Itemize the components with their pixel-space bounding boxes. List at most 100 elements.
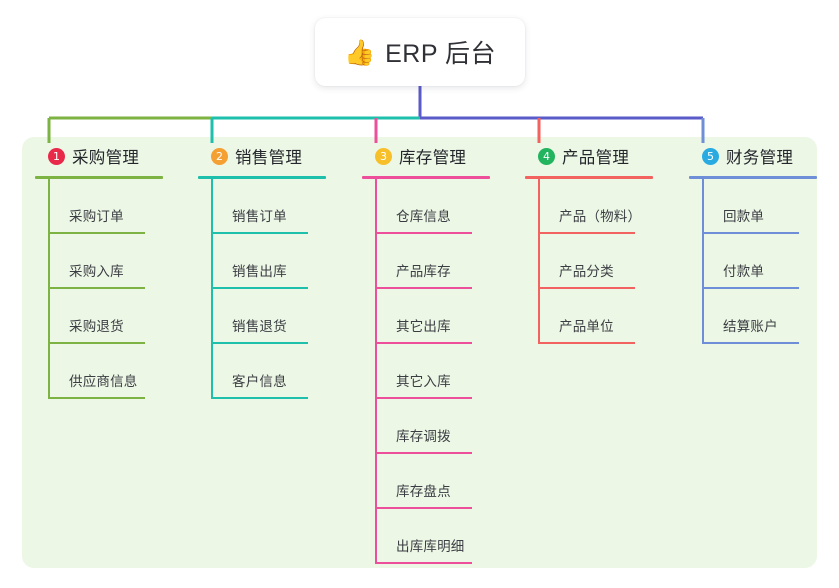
branch-item[interactable]: 销售退货: [211, 289, 348, 344]
branch-item-label: 供应商信息: [69, 374, 138, 389]
branch-number-badge: 4: [538, 147, 555, 165]
branch-item-underline: [375, 342, 472, 344]
branch-header-5[interactable]: 5 财务管理: [689, 143, 839, 169]
branch-item[interactable]: 采购订单: [48, 179, 185, 234]
branch-item-underline: [48, 397, 145, 399]
branch-item-underline: [702, 287, 799, 289]
branch-item-underline: [702, 232, 799, 234]
branch-item[interactable]: 产品（物料）: [538, 179, 675, 234]
branch-column-2: 2 销售管理销售订单销售出库销售退货客户信息: [198, 143, 348, 399]
branch-item-label: 采购退货: [69, 319, 124, 334]
branch-item-underline: [211, 397, 308, 399]
branch-column-3: 3 库存管理仓库信息产品库存其它出库其它入库库存调拨库存盘点出库库明细: [362, 143, 512, 564]
branch-header-underline: [198, 176, 326, 179]
branch-number-badge: 1: [48, 147, 65, 165]
branch-item[interactable]: 采购入库: [48, 234, 185, 289]
branch-item-label: 出库库明细: [396, 539, 465, 554]
branch-item-underline: [48, 287, 145, 289]
branch-item[interactable]: 产品库存: [375, 234, 512, 289]
branch-item-label: 采购入库: [69, 264, 124, 279]
branch-item-underline: [375, 232, 472, 234]
branch-spine: [538, 179, 540, 344]
branch-item-underline: [702, 342, 799, 344]
branch-item-underline: [48, 232, 145, 234]
branch-item-label: 客户信息: [232, 374, 287, 389]
branch-item[interactable]: 采购退货: [48, 289, 185, 344]
branch-item[interactable]: 回款单: [702, 179, 839, 234]
branch-item-underline: [375, 397, 472, 399]
branch-number-badge: 5: [702, 147, 719, 165]
branch-spine: [211, 179, 213, 399]
branch-item-underline: [375, 507, 472, 509]
thumbs-up-icon: 👍: [343, 38, 376, 67]
branch-item-label: 库存盘点: [396, 484, 451, 499]
branch-item[interactable]: 供应商信息: [48, 344, 185, 399]
branch-number-badge: 3: [375, 147, 392, 165]
branch-item[interactable]: 其它出库: [375, 289, 512, 344]
branch-item[interactable]: 产品单位: [538, 289, 675, 344]
branch-item-label: 其它出库: [396, 319, 451, 334]
branch-item[interactable]: 其它入库: [375, 344, 512, 399]
branch-item-label: 销售出库: [232, 264, 287, 279]
branch-header-underline: [525, 176, 653, 179]
branch-item-list: 产品（物料） 产品分类产品单位: [525, 179, 675, 344]
branch-item[interactable]: 库存调拨: [375, 399, 512, 454]
branch-spine: [375, 179, 377, 564]
branch-item-underline: [211, 342, 308, 344]
branch-item-label: 回款单: [723, 209, 765, 224]
branch-item[interactable]: 销售出库: [211, 234, 348, 289]
branch-title: 库存管理: [399, 149, 467, 167]
branch-item-label: 付款单: [723, 264, 765, 279]
branch-item[interactable]: 结算账户: [702, 289, 839, 344]
branch-title: 销售管理: [235, 149, 303, 167]
branch-item-underline: [375, 562, 472, 564]
branch-spine: [48, 179, 50, 399]
branch-header-1[interactable]: 1 采购管理: [35, 143, 185, 169]
branch-item-label: 库存调拨: [396, 429, 451, 444]
branch-item-label: 销售订单: [232, 209, 287, 224]
branch-header-underline: [689, 176, 817, 179]
branch-item-underline: [211, 287, 308, 289]
branch-title: 采购管理: [72, 149, 140, 167]
root-node-content: 👍 ERP 后台: [344, 34, 496, 70]
branch-item-underline: [211, 232, 308, 234]
branch-item-underline: [375, 287, 472, 289]
branch-item[interactable]: 付款单: [702, 234, 839, 289]
branch-item-list: 采购订单采购入库采购退货供应商信息: [35, 179, 185, 399]
branch-item[interactable]: 出库库明细: [375, 509, 512, 564]
branches-panel: [22, 137, 817, 568]
branch-header-3[interactable]: 3 库存管理: [362, 143, 512, 169]
branch-item-underline: [375, 452, 472, 454]
branch-item[interactable]: 产品分类: [538, 234, 675, 289]
branch-column-1: 1 采购管理采购订单采购入库采购退货供应商信息: [35, 143, 185, 399]
branch-item-label: 销售退货: [232, 319, 287, 334]
branch-item-label: 结算账户: [723, 319, 778, 334]
branch-title: 财务管理: [726, 149, 794, 167]
branch-item-label: 产品（物料）: [559, 209, 642, 224]
branch-column-5: 5 财务管理回款单付款单结算账户: [689, 143, 839, 344]
branch-item-label: 其它入库: [396, 374, 451, 389]
branch-item-label: 产品分类: [559, 264, 614, 279]
branch-spine: [702, 179, 704, 344]
branch-item-underline: [538, 342, 635, 344]
branch-item[interactable]: 客户信息: [211, 344, 348, 399]
branch-header-underline: [35, 176, 163, 179]
branch-header-2[interactable]: 2 销售管理: [198, 143, 348, 169]
branch-item-underline: [538, 232, 635, 234]
branch-item-list: 回款单付款单结算账户: [689, 179, 839, 344]
branch-item-underline: [48, 342, 145, 344]
branch-item-underline: [538, 287, 635, 289]
branch-item-label: 产品库存: [396, 264, 451, 279]
branch-number-badge: 2: [211, 147, 228, 165]
branch-item[interactable]: 仓库信息: [375, 179, 512, 234]
branch-item[interactable]: 库存盘点: [375, 454, 512, 509]
root-node-title: ERP 后台: [385, 40, 497, 68]
branch-item-label: 仓库信息: [396, 209, 451, 224]
branch-item-list: 仓库信息产品库存其它出库其它入库库存调拨库存盘点出库库明细: [362, 179, 512, 564]
branch-item-label: 采购订单: [69, 209, 124, 224]
branch-item[interactable]: 销售订单: [211, 179, 348, 234]
root-node[interactable]: 👍 ERP 后台: [315, 18, 525, 86]
